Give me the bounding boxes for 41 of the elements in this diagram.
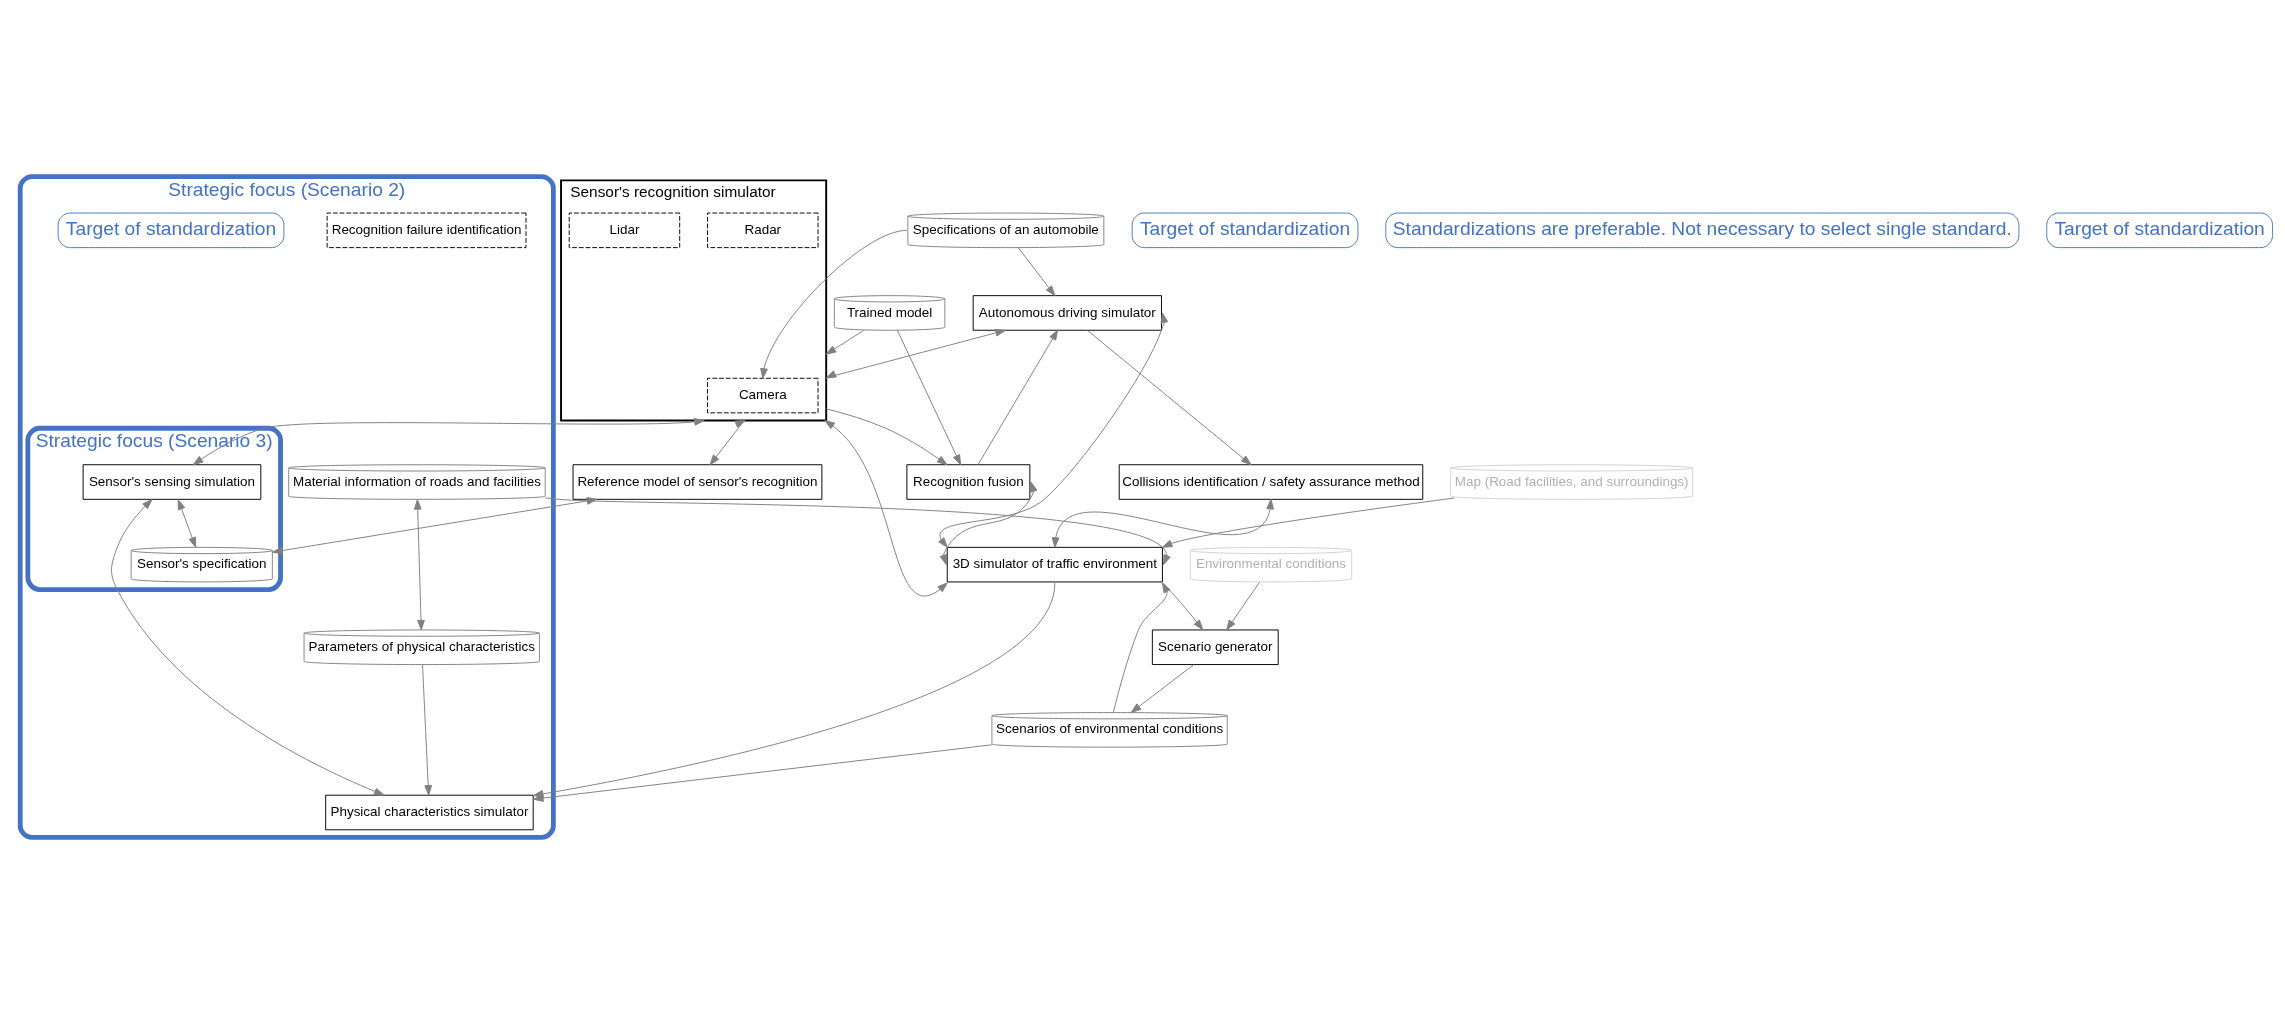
arrow [1112,582,1171,713]
arrow [192,418,705,466]
node-box: Sensor's sensing simulation [82,464,262,500]
node-box: Standardizations are preferable. Not necessary to select single standard. [1385,212,2020,249]
arrow [1018,247,1056,297]
arrow [1161,497,1455,548]
arrow [896,329,962,466]
arrow [1161,582,1204,631]
arrow [709,420,746,466]
arrow [272,497,598,555]
node-box: Camera [707,377,819,414]
node-box: Target of standardization [2046,212,2273,249]
arrow [1051,498,1274,548]
arrow [938,312,1169,548]
node-box: Radar [707,212,819,249]
arrow [760,229,908,379]
arrow [111,499,385,796]
node-box: Target of standardization [1131,212,1359,249]
arrow [824,420,948,597]
arrow [177,499,197,548]
node-box: Recognition fusion [906,464,1031,500]
node-box: Physical characteristics simulator [325,794,534,831]
arrow [1086,329,1252,466]
node-box: Scenario generator [1151,629,1279,666]
node-box: Target of standardization [57,212,285,249]
arrow [825,329,865,355]
arrow [544,497,1171,566]
arrow [413,499,425,631]
arrow [1226,581,1260,631]
node-box: Autonomous driving simulator [972,295,1162,331]
node-box: Lidar [568,212,681,249]
arrow [977,329,1059,466]
arrow [1130,664,1195,713]
node-box: 3D simulator of traffic environment [946,546,1163,583]
arrow [825,408,948,466]
arrow [825,329,1006,379]
node-box: Reference model of sensor's recognition [572,464,823,500]
arrow [939,481,1038,566]
node-box: Recognition failure identification [326,212,527,249]
node-box: Collisions identification / safety assurance method [1118,464,1424,500]
arrow [422,664,433,796]
